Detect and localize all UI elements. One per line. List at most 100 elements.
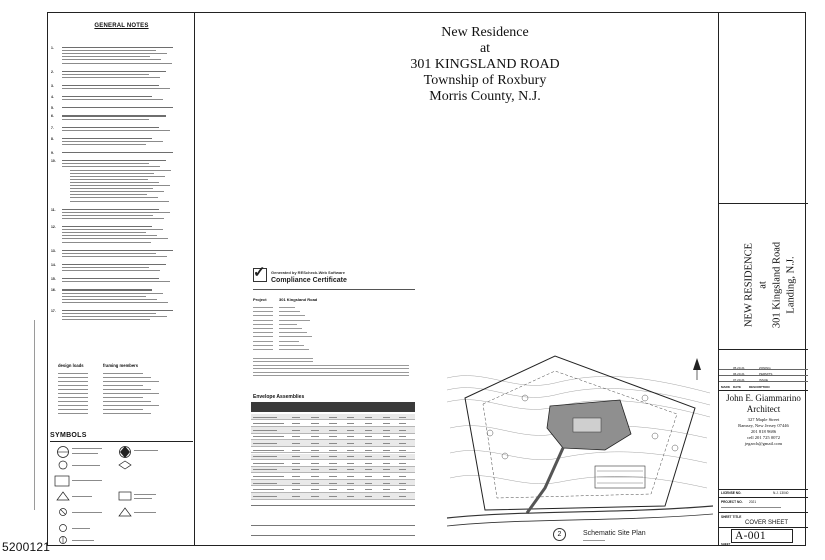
envelope-value-line <box>292 442 300 444</box>
envelope-value-line <box>329 423 337 425</box>
cert-generated-by: Generated by REScheck-Web Software <box>271 270 345 275</box>
site-plan-number: 2 <box>553 528 566 541</box>
note-text-line <box>62 316 167 318</box>
framing-members-row <box>103 373 143 374</box>
note-number: 6. <box>51 114 54 119</box>
symbol-label-line <box>134 450 158 452</box>
symbol-label-line <box>134 498 152 500</box>
envelope-value-line <box>399 495 406 497</box>
note-number: 9. <box>51 151 54 156</box>
envelope-assembly-line <box>253 489 284 491</box>
cert-field-value <box>279 328 302 329</box>
envelope-assembly-line <box>253 456 277 458</box>
license-label: LICENSE NO. <box>721 491 742 495</box>
checkbox-icon <box>253 268 267 282</box>
architect-phone: 201 818 9686 <box>750 429 777 434</box>
framing-members-row <box>103 401 151 402</box>
envelope-value-line <box>347 416 354 418</box>
envelope-value-line <box>347 475 354 477</box>
note-text-line <box>70 194 147 196</box>
envelope-value-line <box>311 442 319 444</box>
note-text-line <box>62 214 153 216</box>
cert-field-label <box>253 332 273 334</box>
revision-mark-header: MARK <box>721 385 730 389</box>
note-text-line <box>62 263 166 266</box>
envelope-value-line <box>399 436 406 438</box>
envelope-assembly-line <box>253 416 277 418</box>
envelope-value-line <box>399 423 406 425</box>
cert-footer-rule <box>251 525 415 526</box>
note-number: 17. <box>51 308 56 313</box>
note-text-line <box>62 232 146 234</box>
road-edge <box>446 505 714 519</box>
envelope-value-line <box>383 429 390 431</box>
framing-members-row <box>103 381 159 382</box>
note-text-line <box>62 208 159 210</box>
envelope-value-line <box>292 495 300 497</box>
cert-field-label <box>253 323 273 325</box>
note-text-line <box>62 249 173 251</box>
symbol-label-line <box>72 528 90 530</box>
design-loads-row <box>58 405 88 406</box>
envelope-value-line <box>383 442 390 444</box>
design-loads-row <box>58 393 88 394</box>
project-title-line-4: Township of Roxbury <box>423 73 547 88</box>
listing-id: 5200121 <box>2 540 51 554</box>
note-text-line <box>62 160 166 162</box>
symbol-label-line <box>72 540 94 542</box>
envelope-value-line <box>292 456 300 458</box>
project-title-line-1: New Residence <box>441 25 529 40</box>
note-text-line <box>62 84 159 87</box>
note-text-line <box>62 289 152 291</box>
design-loads-row <box>58 381 88 382</box>
design-loads-row <box>58 401 88 402</box>
symbol-label-line <box>72 465 100 467</box>
note-text-line <box>62 50 156 52</box>
title-block-divider <box>719 349 808 350</box>
revision-date-header: DATE <box>733 385 741 389</box>
envelope-value-line <box>292 469 300 471</box>
note-text-line <box>62 88 170 90</box>
envelope-value-line <box>399 442 406 444</box>
note-text-line <box>62 301 168 303</box>
general-notes-panel: GENERAL NOTES 1.2.3.4.5.6.7.8.9.10.11.12… <box>48 13 195 545</box>
note-text-line <box>70 178 148 180</box>
envelope-row <box>251 473 415 480</box>
framing-members-heading: framing members <box>103 363 139 368</box>
note-text-line <box>62 309 173 312</box>
cert-field-label <box>253 307 273 308</box>
envelope-value-line <box>365 442 372 444</box>
envelope-value-line <box>329 489 337 491</box>
design-loads-row <box>58 385 88 386</box>
cert-field-label <box>253 349 273 350</box>
envelope-row <box>251 460 415 467</box>
envelope-value-line <box>399 449 406 451</box>
envelope-table-header <box>251 402 415 412</box>
envelope-assembly-line <box>253 462 284 464</box>
cert-fineprint-line <box>253 371 409 373</box>
framing-members-row <box>103 405 159 406</box>
architect-cell: cell 201 725 0072 <box>746 435 781 440</box>
envelope-value-line <box>329 416 337 418</box>
license-value: N.J. 13040 <box>773 491 789 495</box>
envelope-heading: Envelope Assemblies <box>253 394 305 400</box>
note-text-line <box>62 56 150 58</box>
envelope-value-line <box>329 469 337 471</box>
note-text-line <box>62 211 170 213</box>
cert-field-label <box>253 328 273 329</box>
note-text-line <box>70 181 159 183</box>
envelope-assembly-line <box>253 469 277 471</box>
note-number: 16. <box>51 288 56 293</box>
note-text-line <box>62 270 160 272</box>
envelope-value-line <box>347 462 354 464</box>
room-number-symbol <box>54 475 70 487</box>
envelope-value-line <box>399 456 406 458</box>
architect-email: jegarch@gmail.com <box>744 441 783 446</box>
smoke-detector-symbol <box>59 508 67 516</box>
cert-field-label <box>253 319 273 321</box>
title-block-divider <box>719 203 808 204</box>
cert-field-value <box>279 315 305 317</box>
cert-divider <box>253 289 415 290</box>
